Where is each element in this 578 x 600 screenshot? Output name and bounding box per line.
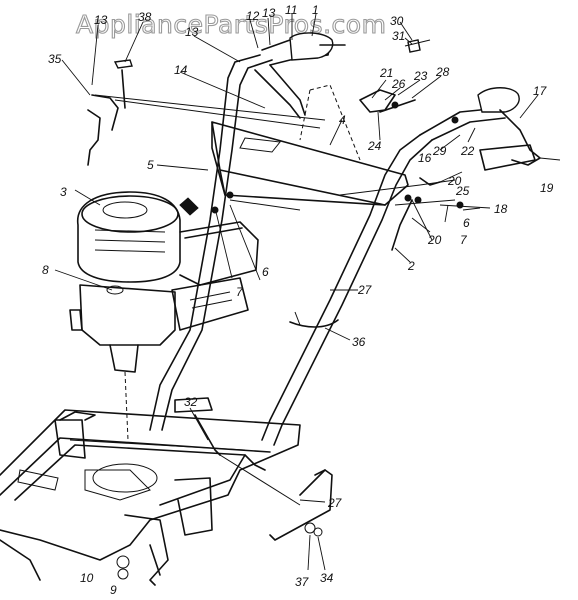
callout-24: 24 bbox=[367, 139, 382, 153]
mower-deck-frame bbox=[0, 409, 301, 586]
callout-12: 12 bbox=[246, 9, 260, 23]
upper-handle bbox=[149, 32, 334, 431]
control-panel bbox=[211, 84, 409, 206]
callout-2: 2 bbox=[407, 259, 415, 273]
callout-37: 37 bbox=[295, 575, 310, 589]
callout-7b: 7 bbox=[236, 285, 244, 299]
callout-9: 9 bbox=[110, 583, 117, 597]
callout-labels: 13 38 35 13 14 12 13 11 1 30 31 21 26 23… bbox=[42, 3, 554, 597]
callout-23: 23 bbox=[413, 69, 428, 83]
callout-30: 30 bbox=[390, 14, 404, 28]
callout-18: 18 bbox=[494, 202, 508, 216]
callout-25: 25 bbox=[455, 184, 470, 198]
callout-27b: 27 bbox=[327, 496, 343, 510]
callout-6a: 6 bbox=[463, 216, 470, 230]
callout-29: 29 bbox=[432, 144, 447, 158]
callout-15: 13 bbox=[185, 25, 199, 39]
engine bbox=[69, 191, 259, 441]
callout-26: 26 bbox=[391, 77, 406, 91]
callout-5: 5 bbox=[147, 158, 154, 172]
callout-34: 34 bbox=[320, 571, 334, 585]
callout-16: 16 bbox=[418, 151, 432, 165]
callout-1: 1 bbox=[312, 3, 319, 17]
callout-36: 36 bbox=[352, 335, 366, 349]
callout-33: 13 bbox=[94, 13, 108, 27]
callout-22: 22 bbox=[460, 144, 475, 158]
callout-32: 32 bbox=[184, 395, 198, 409]
callout-21: 21 bbox=[379, 66, 393, 80]
callout-13: 13 bbox=[262, 6, 276, 20]
callout-4: 4 bbox=[339, 113, 346, 127]
callout-3: 3 bbox=[60, 185, 67, 199]
callout-19: 19 bbox=[540, 181, 554, 195]
callout-35: 35 bbox=[48, 52, 62, 66]
callout-20b: 20 bbox=[427, 233, 442, 247]
callout-20a: 20 bbox=[447, 174, 462, 188]
callout-17: 17 bbox=[533, 84, 548, 98]
callout-27a: 27 bbox=[357, 283, 373, 297]
callout-28: 28 bbox=[435, 65, 450, 79]
callout-31: 31 bbox=[392, 29, 405, 43]
leader-lines bbox=[54, 13, 561, 571]
callout-7a: 7 bbox=[460, 233, 468, 247]
callout-14: 14 bbox=[174, 63, 188, 77]
lower-handle bbox=[261, 87, 541, 446]
callout-6b: 6 bbox=[262, 265, 269, 279]
watermark: AppliancePartsPros.com bbox=[76, 10, 386, 39]
cables-and-hardware bbox=[87, 39, 491, 580]
callout-8: 8 bbox=[42, 263, 49, 277]
callout-38: 38 bbox=[138, 10, 152, 24]
callout-11: 11 bbox=[285, 3, 297, 17]
callout-10: 10 bbox=[80, 571, 94, 585]
